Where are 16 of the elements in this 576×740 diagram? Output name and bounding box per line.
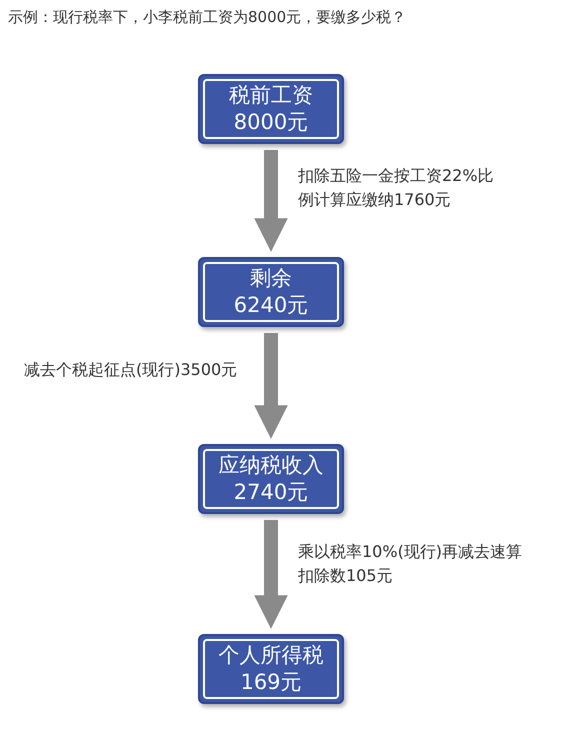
process-box <box>198 257 344 327</box>
title: 示例：现行税率下，小李税前工资为8000元，要缴多少税？ <box>8 7 406 28</box>
process-box <box>198 74 344 144</box>
box-heading: 税前工资 <box>229 82 313 109</box>
process-box <box>198 444 344 514</box>
box-heading: 剩余 <box>250 265 292 292</box>
arrow <box>254 333 288 439</box>
box-value: 8000元 <box>234 109 308 136</box>
process-box <box>198 634 344 704</box>
box-heading: 个人所得税 <box>218 642 324 669</box>
arrow <box>254 520 288 629</box>
arrow <box>254 150 288 252</box>
box-value: 169元 <box>240 669 302 696</box>
box-value: 2740元 <box>234 479 308 506</box>
box-heading: 应纳税收入 <box>218 452 324 479</box>
box-value: 6240元 <box>234 292 308 319</box>
